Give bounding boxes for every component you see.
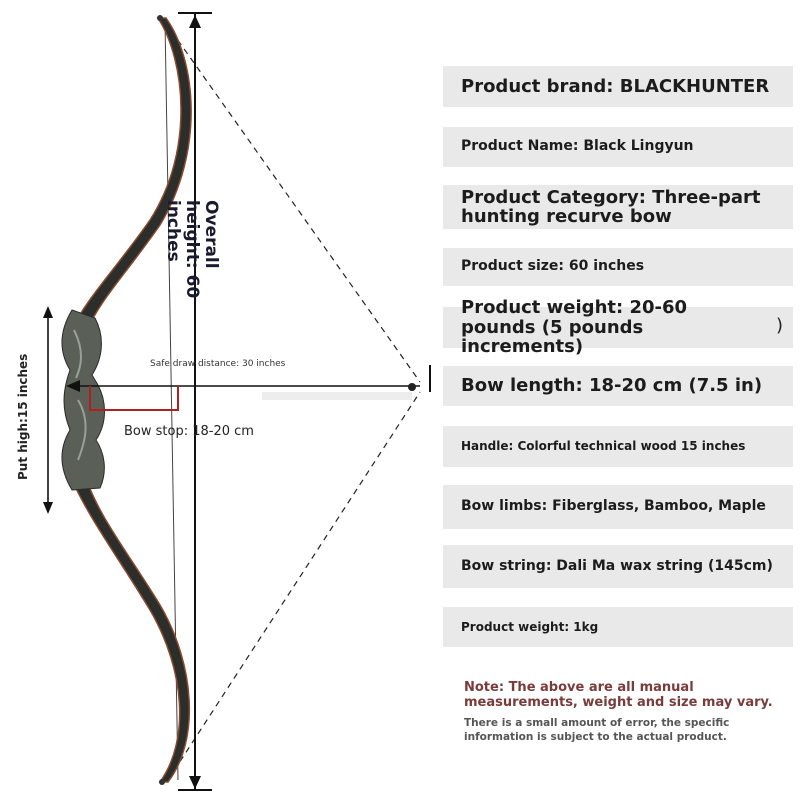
tip-top <box>157 15 163 21</box>
arrowhead-up <box>189 15 201 28</box>
riser-grain <box>73 329 87 461</box>
spec-weight-text: Product weight: 1kg <box>461 619 599 634</box>
spec-string: Bow string: Dali Ma wax string (145cm) <box>443 545 793 588</box>
spec-size: Product size: 60 inches <box>443 248 793 286</box>
lower-limb <box>70 477 191 783</box>
stray-paren: ) <box>776 315 784 336</box>
overall-height-label: Overall height: 60 inches <box>163 200 221 299</box>
drawn-string-lower <box>167 391 421 781</box>
note-block: Note: The above are all manual measureme… <box>464 680 784 744</box>
spec-limbs-text: Bow limbs: Fiberglass, Bamboo, Maple <box>461 498 766 515</box>
note-main: Note: The above are all manual measureme… <box>464 680 773 710</box>
spec-string-text: Bow string: Dali Ma wax string (145cm) <box>461 557 773 574</box>
tip-bottom <box>159 779 165 785</box>
spec-brand-text: Product brand: BLACKHUNTER <box>461 75 770 97</box>
bow-diagram <box>43 12 431 791</box>
spec-weight-range-text: Product weight: 20-60 pounds (5 pounds i… <box>461 297 688 358</box>
spec-handle-text: Handle: Colorful technical wood 15 inche… <box>461 439 746 454</box>
nock-point <box>408 383 416 391</box>
spec-bow-length-text: Bow length: 18-20 cm (7.5 in) <box>461 375 763 397</box>
spec-weight: Product weight: 1kg <box>443 607 793 647</box>
string-blur <box>262 392 412 400</box>
grip-arrow-up <box>43 306 53 318</box>
riser <box>61 309 105 491</box>
arrowhead-down <box>189 776 201 789</box>
spec-handle: Handle: Colorful technical wood 15 inche… <box>443 426 793 467</box>
spec-name: Product Name: Black Lingyun <box>443 127 793 167</box>
grip-height-label: Put high:15 inches <box>16 353 30 480</box>
spec-category-text: Product Category: Three-part hunting rec… <box>461 186 761 227</box>
draw-distance-label: Safe draw distance: 30 inches <box>150 359 286 369</box>
spec-category: Product Category: Three-part hunting rec… <box>443 185 793 229</box>
spec-size-text: Product size: 60 inches <box>461 258 645 275</box>
drawn-string-upper <box>164 21 421 383</box>
spec-limbs: Bow limbs: Fiberglass, Bamboo, Maple <box>443 485 793 529</box>
grip-arrow-down <box>43 502 53 514</box>
note-sub: There is a small amount of error, the sp… <box>464 717 730 743</box>
spec-brand: Product brand: BLACKHUNTER <box>443 66 793 107</box>
spec-bow-length: Bow length: 18-20 cm (7.5 in) <box>443 366 793 406</box>
draw-arrowhead <box>66 380 80 392</box>
bow-stop-marker <box>89 386 179 411</box>
spec-weight-range: Product weight: 20-60 pounds (5 pounds i… <box>443 298 793 356</box>
bow-stop-label: Bow stop: 18-20 cm <box>124 424 254 439</box>
spec-name-text: Product Name: Black Lingyun <box>461 138 694 155</box>
